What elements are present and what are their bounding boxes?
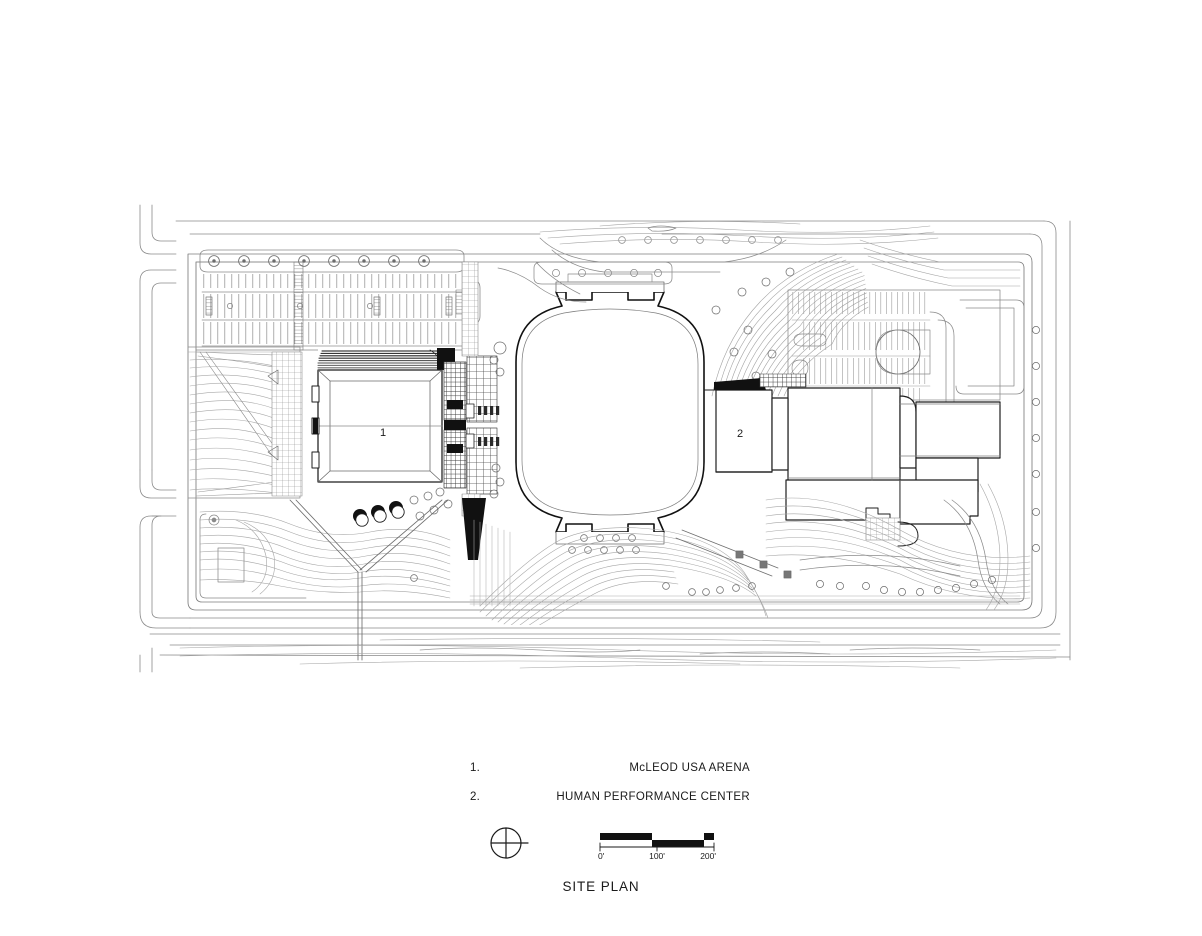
service-pads-west <box>489 341 507 499</box>
terrace-bands-south <box>473 519 511 607</box>
southwest-structure <box>199 513 307 599</box>
scale-tick-200: 200' <box>700 851 716 861</box>
tree-row-south-central <box>662 582 756 596</box>
service-drive-east <box>799 499 1009 605</box>
scale-tick-100: 100' <box>649 851 665 861</box>
building-1-mcleod-usa-arena <box>311 348 455 483</box>
contours-south-central <box>479 527 769 625</box>
site-boundary <box>187 253 1033 611</box>
tree-row-north <box>199 249 465 273</box>
walkways-southwest <box>289 499 449 661</box>
bollard-row <box>568 534 640 554</box>
legend-label-2: HUMAN PERFORMANCE CENTER <box>556 791 750 803</box>
plan-label-1: 1 <box>380 427 386 439</box>
tree-row-north-island <box>552 269 662 277</box>
legend-item-2: 2. HUMAN PERFORMANCE CENTER <box>470 791 750 820</box>
street-grid <box>139 204 1071 673</box>
plan-label-2: 2 <box>737 428 743 440</box>
scale-tick-0: 0' <box>598 851 605 861</box>
tree-row-east-edge <box>1032 326 1040 552</box>
parking-lot-northwest <box>195 249 481 351</box>
scale-bar-labels: 0' 100' 200' <box>598 851 716 861</box>
legend-label-1: McLEOD USA ARENA <box>629 762 750 774</box>
landscape-north <box>539 221 1021 287</box>
stair-west <box>267 369 279 461</box>
legend: 1. McLEOD USA ARENA 2. HUMAN PERFORMANCE… <box>470 762 750 820</box>
tree-cluster-southwest <box>353 501 405 527</box>
median-islands-south <box>419 647 981 655</box>
tree-row-south-walk <box>409 487 453 582</box>
east-complex-detail <box>787 387 1001 525</box>
ramp-southeast <box>675 529 792 579</box>
plan-number-labels: 1 2 <box>380 427 743 440</box>
legend-item-1: 1. McLEOD USA ARENA <box>470 762 750 791</box>
legend-number-2: 2. <box>470 791 480 803</box>
building-2-human-performance-center <box>703 373 807 473</box>
tree-cluster-northeast <box>711 267 795 381</box>
page-title: SITE PLAN <box>562 879 640 894</box>
contours-east <box>765 483 1031 611</box>
tree-row-southeast <box>816 576 996 596</box>
building-1-roof-band <box>317 348 455 371</box>
north-arrow <box>490 827 529 859</box>
contours-southwest <box>199 510 451 599</box>
legend-number-1: 1. <box>470 762 480 774</box>
north-entry-drive <box>497 236 787 303</box>
terrace-contours-lower <box>469 595 1021 605</box>
road-swales-south <box>179 638 1057 669</box>
scale-bar <box>599 833 715 852</box>
arena-oval <box>515 273 705 554</box>
